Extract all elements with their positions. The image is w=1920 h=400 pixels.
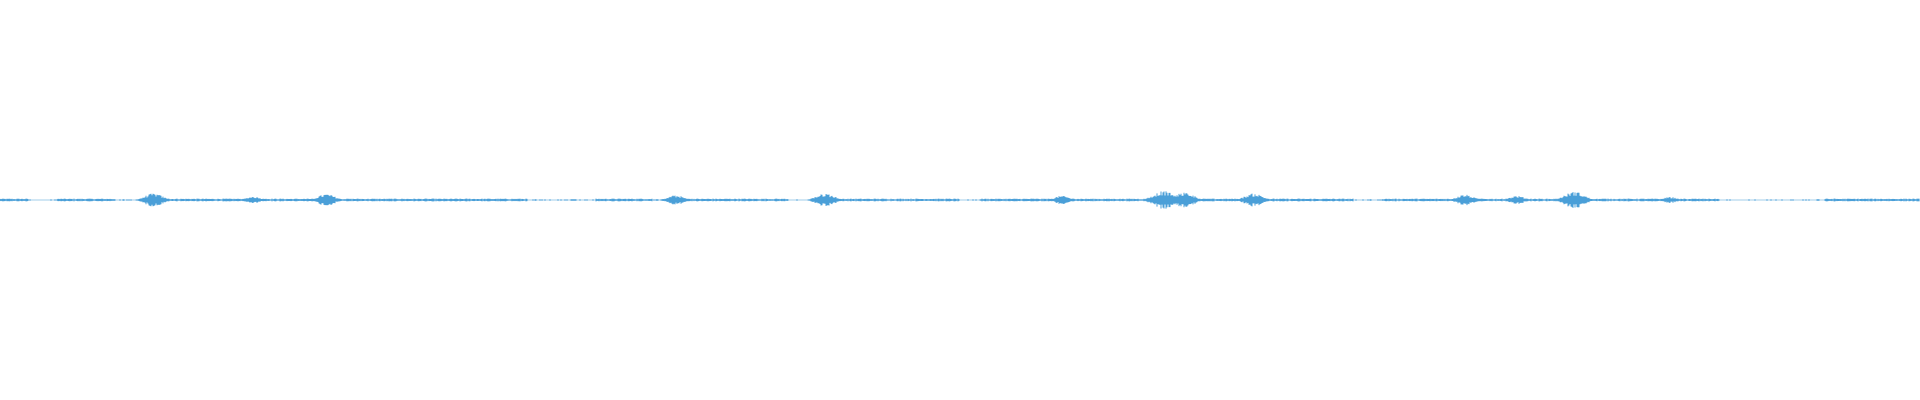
waveform-trace <box>0 191 1920 209</box>
